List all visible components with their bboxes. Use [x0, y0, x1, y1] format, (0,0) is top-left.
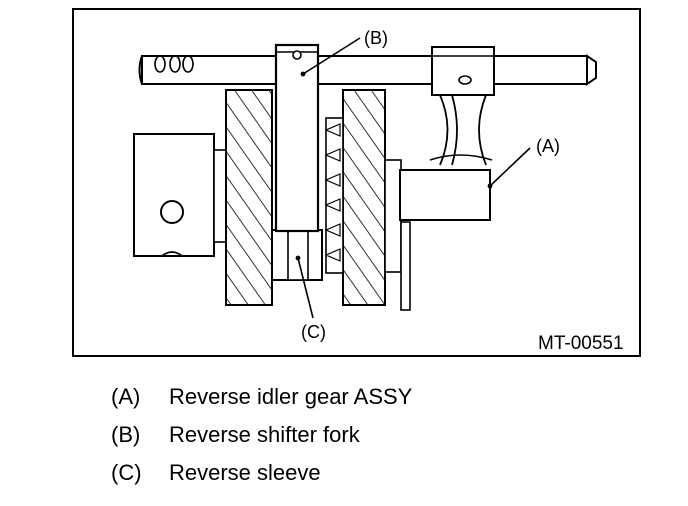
diagram-frame	[72, 8, 641, 357]
figure-code: MT-00551	[538, 333, 624, 354]
leader-dots	[295, 71, 493, 261]
middle-gear	[324, 89, 411, 311]
reverse-sleeve	[271, 229, 323, 281]
callout-label-b: (B)	[364, 28, 388, 48]
shifter-rail	[138, 54, 597, 86]
callout-label-a: (A)	[536, 136, 560, 156]
legend-text: Reverse shifter fork	[169, 422, 360, 447]
left-housing-block	[133, 133, 227, 257]
diagram-figure: (B) (A) (C) MT-00551	[72, 8, 641, 357]
legend-key: (B)	[111, 422, 141, 447]
legend-text: Reverse idler gear ASSY	[169, 384, 413, 409]
legend-key: (C)	[111, 460, 142, 485]
legend-item-c: (C) Reverse sleeve	[0, 460, 688, 490]
leader-lines	[297, 37, 531, 319]
left-gear	[225, 89, 273, 306]
legend-text: Reverse sleeve	[169, 460, 321, 485]
legend-key: (A)	[111, 384, 141, 409]
reverse-idler-gear-assy	[399, 46, 495, 221]
reverse-shifter-fork	[274, 43, 320, 233]
legend-item-b: (B) Reverse shifter fork	[0, 422, 688, 452]
legend-item-a: (A) Reverse idler gear ASSY	[0, 384, 688, 414]
callout-label-c: (C)	[301, 322, 326, 342]
